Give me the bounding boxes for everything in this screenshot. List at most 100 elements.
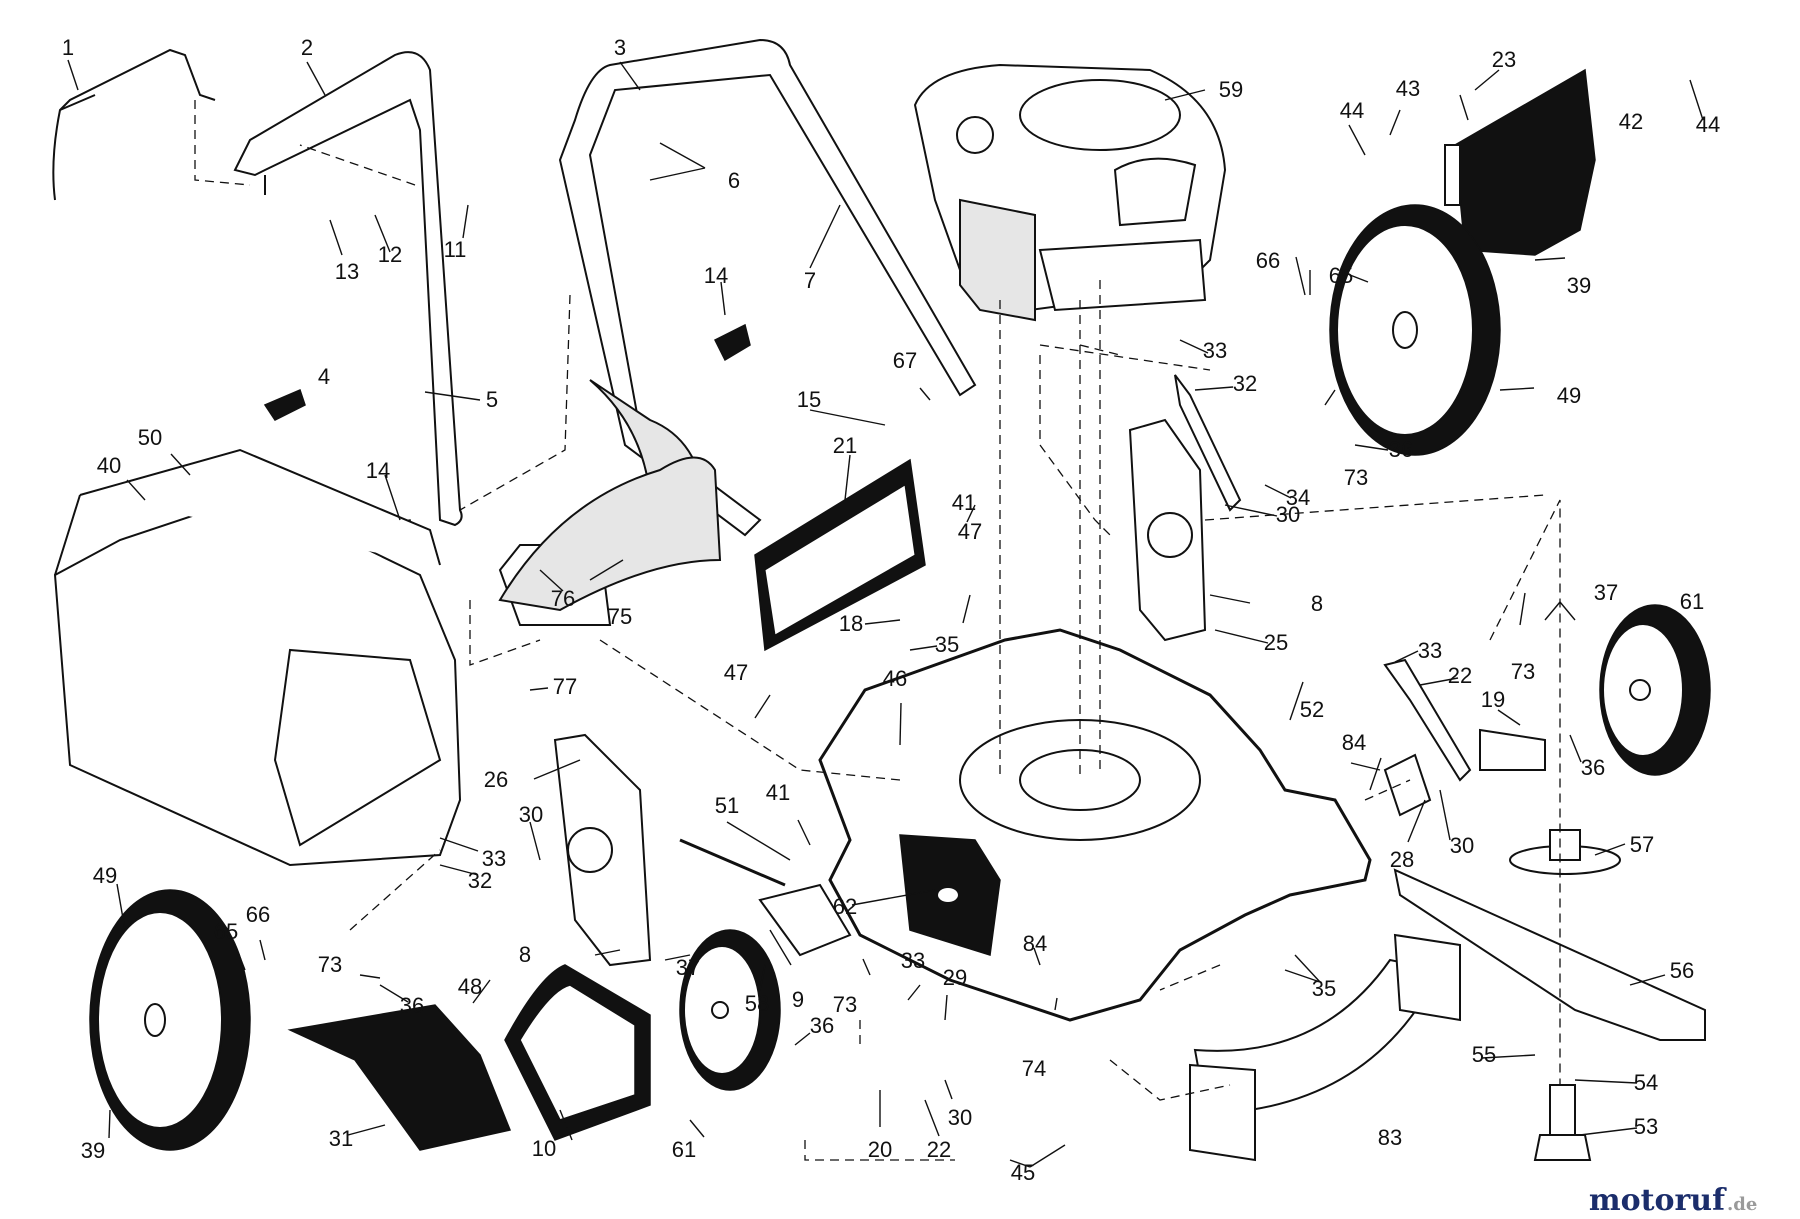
callout-7: 7: [804, 268, 816, 293]
callout-47-bottom: 47: [724, 660, 748, 685]
callout-73-left: 73: [318, 952, 342, 977]
callout-leaders: [67, 59, 1704, 1168]
callout-76: 76: [551, 586, 575, 611]
callout-31: 31: [329, 1126, 353, 1151]
callout-30-front-right: 30: [1450, 833, 1474, 858]
watermark-brand: motoruf: [1589, 1183, 1727, 1218]
callout-44-right: 44: [1696, 112, 1720, 137]
callout-6: 6: [728, 168, 740, 193]
callout-41-bottom: 41: [766, 780, 790, 805]
upper-handle-rod: [52, 48, 216, 201]
callout-14-top: 14: [704, 263, 728, 288]
rear-baffle-21: [754, 458, 926, 652]
callout-75: 75: [608, 604, 632, 629]
callout-13: 13: [335, 259, 359, 284]
callout-44-left: 44: [1340, 98, 1364, 123]
callout-84-right: 84: [1342, 730, 1366, 755]
callout-21: 21: [833, 433, 857, 458]
callout-2: 2: [301, 35, 313, 60]
callout-14-left: 14: [366, 458, 390, 483]
callout-41-top: 41: [952, 490, 976, 515]
callout-67: 67: [893, 348, 917, 373]
callout-56: 56: [1670, 958, 1694, 983]
callout-43: 43: [1396, 76, 1420, 101]
callout-83: 83: [1378, 1125, 1402, 1150]
callout-73-bottom: 73: [833, 992, 857, 1017]
callout-25: 25: [1264, 630, 1288, 655]
callout-34: 34: [1286, 485, 1310, 510]
callout-9: 9: [792, 987, 804, 1012]
callout-36-front-right: 36: [1581, 755, 1605, 780]
callout-29: 29: [943, 965, 967, 990]
callout-33-left: 33: [482, 846, 506, 871]
callout-47-top: 47: [958, 519, 982, 544]
callout-19: 19: [1481, 687, 1505, 712]
callout-62: 62: [833, 894, 857, 919]
callout-11: 11: [444, 237, 467, 262]
mower-deck: [818, 628, 1372, 1022]
callout-30-left: 30: [519, 802, 543, 827]
rear-wheel-left: [89, 889, 251, 1151]
callout-36-left: 36: [400, 993, 424, 1018]
callout-20: 20: [868, 1137, 892, 1162]
grass-catcher-bag: [53, 448, 462, 867]
callout-8-left: 8: [519, 942, 531, 967]
callout-36-rear-right: 36: [1389, 437, 1413, 462]
discharge-chute-deflector: [498, 456, 722, 612]
lower-handle-frame: [233, 51, 463, 527]
axle-51: [679, 838, 852, 957]
upper-handle-frame: [558, 38, 977, 537]
callout-39-right: 39: [1567, 273, 1591, 298]
callout-39-left: 39: [81, 1138, 105, 1163]
front-wheel-right: [1599, 604, 1711, 776]
callout-33-bottom: 33: [901, 948, 925, 973]
callout-33-front-right: 33: [1418, 638, 1442, 663]
callout-10: 10: [532, 1136, 556, 1161]
callout-12: 12: [378, 242, 402, 267]
callout-58: 58: [745, 991, 769, 1016]
callout-61-right: 61: [1680, 589, 1704, 614]
rear-flap: [1444, 68, 1596, 256]
callout-23: 23: [1492, 47, 1516, 72]
wheel-cover-31: [287, 1004, 512, 1151]
callout-49-right: 49: [1557, 383, 1581, 408]
front-wheel-left: [679, 929, 781, 1091]
callout-35-center: 35: [935, 632, 959, 657]
callout-73-rear-right: 73: [1344, 465, 1368, 490]
callout-26: 26: [484, 767, 508, 792]
side-discharge-chute-10: [504, 964, 651, 1141]
blade-adapter: [1509, 829, 1621, 875]
assembly-leaders: [194, 100, 1561, 1161]
callout-61-bottom: 61: [672, 1137, 696, 1162]
watermark-suffix: .de: [1727, 1194, 1757, 1215]
callout-55: 55: [1472, 1042, 1496, 1067]
callout-53: 53: [1634, 1114, 1658, 1139]
callout-32-right: 32: [1233, 371, 1257, 396]
callout-28: 28: [1390, 847, 1414, 872]
callout-3: 3: [614, 35, 626, 60]
callout-77: 77: [553, 674, 577, 699]
blade: [1393, 868, 1706, 1041]
callout-22-bottom: 22: [927, 1137, 951, 1162]
callout-48: 48: [458, 974, 482, 999]
height-adjuster-rear-right: [1128, 374, 1242, 642]
callout-22-right: 22: [1448, 663, 1472, 688]
callout-40: 40: [97, 453, 121, 478]
callout-30-rear-right: 30: [1276, 502, 1300, 527]
callout-66-left: 66: [246, 902, 270, 927]
callout-35-right: 35: [1312, 976, 1336, 1001]
callout-32-left: 32: [468, 868, 492, 893]
callout-36-bottom: 36: [810, 1013, 834, 1038]
part-callouts: 1 2 3 4 5 6 7 8 8 9 10 11 12 13 14 14 15…: [62, 35, 1720, 1185]
blade-bolt: [1533, 1084, 1592, 1161]
rear-wheel-right: [1329, 204, 1501, 456]
callout-37-left: 37: [676, 955, 700, 980]
callout-42: 42: [1619, 109, 1643, 134]
watermark-logo: motoruf .de: [1589, 1183, 1757, 1218]
baffle: [1189, 933, 1461, 1162]
callout-52: 52: [1300, 697, 1324, 722]
callout-65-right: 65: [1329, 263, 1353, 288]
engine: [913, 63, 1227, 322]
callout-18: 18: [839, 611, 863, 636]
callout-1: 1: [62, 35, 74, 60]
